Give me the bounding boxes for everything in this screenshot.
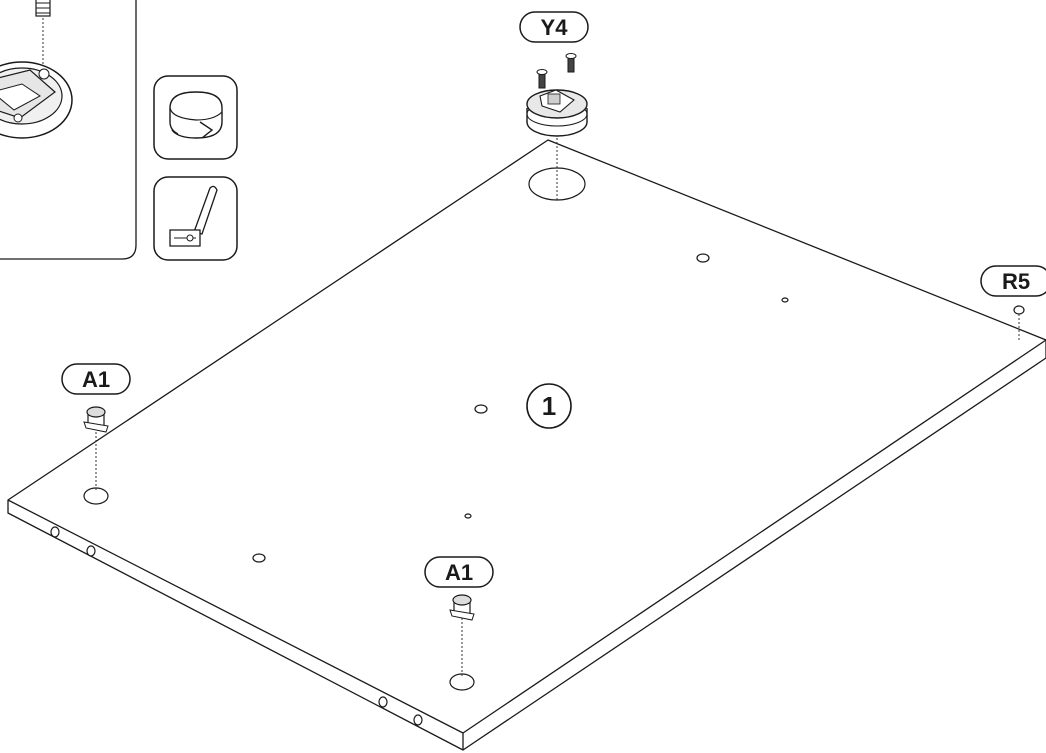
bolt-icon xyxy=(35,0,51,70)
rotate-tool-icon xyxy=(153,75,238,160)
cam-a1-front-icon xyxy=(449,594,475,676)
detail-inset xyxy=(0,0,137,260)
callout-panel-1: 1 xyxy=(526,383,572,429)
callout-a1-left: A1 xyxy=(61,363,131,395)
fitting-detail-icon xyxy=(0,61,73,139)
svg-text:1: 1 xyxy=(542,391,556,421)
cam-a1-left-icon xyxy=(83,406,109,490)
hammer-tool-icon xyxy=(153,176,238,261)
svg-text:A1: A1 xyxy=(82,367,110,392)
svg-text:Y4: Y4 xyxy=(541,15,569,40)
fitting-y4-icon xyxy=(526,53,588,200)
callout-r5: R5 xyxy=(980,265,1046,297)
svg-text:A1: A1 xyxy=(445,560,473,585)
callout-a1-front: A1 xyxy=(424,556,494,588)
svg-text:R5: R5 xyxy=(1002,269,1030,294)
panel-board xyxy=(7,139,1046,751)
callout-y4: Y4 xyxy=(519,11,589,43)
